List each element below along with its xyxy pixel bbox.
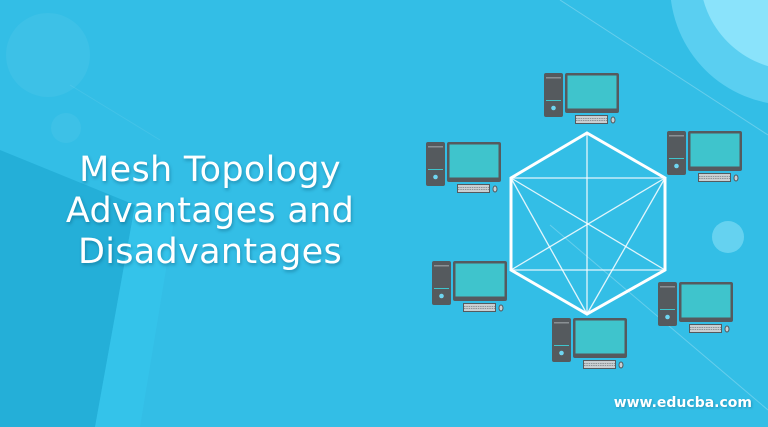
desktop-computer-icon — [550, 316, 628, 372]
desktop-computer-icon — [542, 71, 620, 127]
title-line-1: Mesh Topology — [79, 150, 341, 190]
site-url: www.educba.com — [613, 395, 752, 411]
desktop-computer-icon — [656, 280, 734, 336]
mesh-hexagon — [509, 131, 667, 316]
title-line-2: Advantages and — [65, 191, 355, 231]
desktop-computer-icon — [424, 140, 502, 196]
page-title: Mesh Topology Advantages and Disadvantag… — [30, 150, 390, 273]
desktop-computer-icon — [665, 129, 743, 185]
title-line-3: Disadvantages — [78, 232, 342, 272]
desktop-computer-icon — [430, 259, 508, 315]
